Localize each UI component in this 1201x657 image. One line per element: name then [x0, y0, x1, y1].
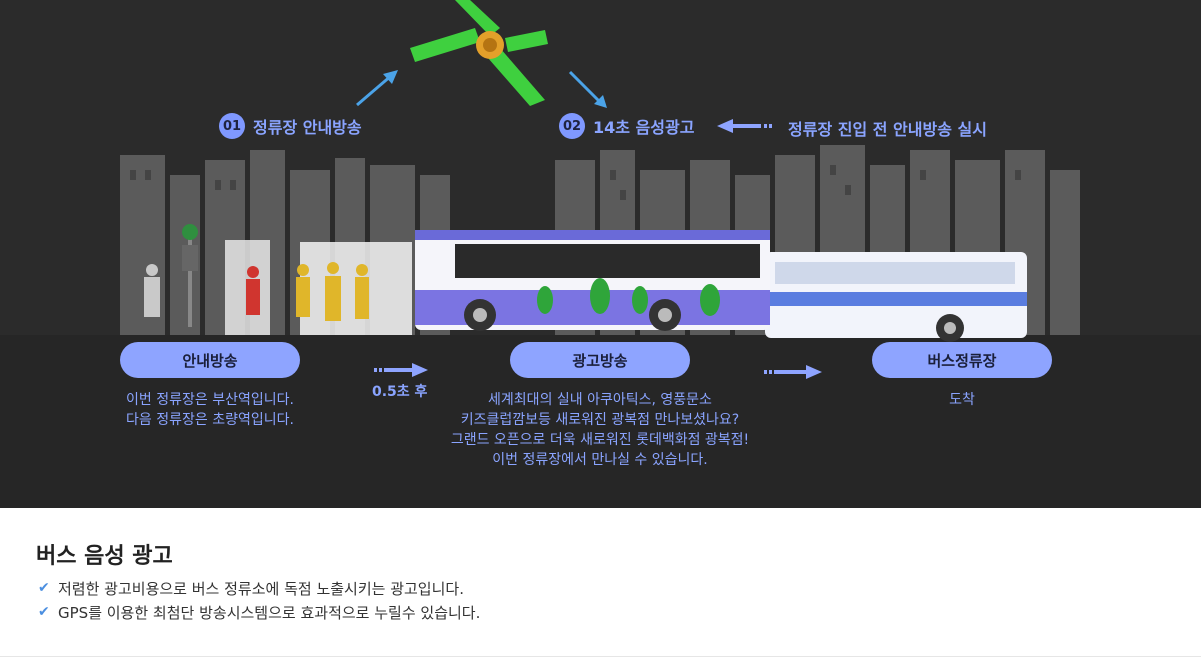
desc-line: 이번 정류장은 부산역입니다. [126, 392, 294, 408]
stage-stop-desc: 도착 [872, 390, 1052, 410]
list-item-text: 저렴한 광고비용으로 버스 정류소에 독점 노출시키는 광고입니다. [58, 579, 464, 598]
desc-line: 세계최대의 실내 아쿠아틱스, 영풍문소 [488, 392, 712, 408]
stage-announce-pill: 안내방송 [120, 342, 300, 378]
stage-ad-pill: 광고방송 [510, 342, 690, 378]
hero-illustration: 01 정류장 안내방송 02 14초 음성광고 정류장 진입 전 안내방송 실시… [0, 0, 1201, 508]
list-item: ✔ GPS를 이용한 최첨단 방송시스템으로 효과적으로 누릴수 있습니다. [38, 600, 480, 624]
step-label: 14초 음성광고 [593, 118, 695, 137]
section-title: 버스 음성 광고 [36, 544, 173, 569]
list-item-text: GPS를 이용한 최첨단 방송시스템으로 효과적으로 누릴수 있습니다. [58, 603, 481, 622]
step-02: 02 14초 음성광고 [559, 113, 694, 139]
step-01: 01 정류장 안내방송 [219, 113, 362, 139]
desc-line: 키즈클럽깜보등 새로워진 광복점 만나보셨나요? [460, 412, 740, 428]
stage-announce-desc: 이번 정류장은 부산역입니다. 다음 정류장은 초량역입니다. [110, 390, 310, 430]
stage-ad-desc: 세계최대의 실내 아쿠아틱스, 영풍문소 키즈클럽깜보등 새로워진 광복점 만나… [410, 390, 790, 470]
step-note: 정류장 진입 전 안내방송 실시 [788, 120, 987, 139]
desc-line: 그랜드 오픈으로 더욱 새로워진 롯데백화점 광복점! [450, 432, 750, 448]
list-item: ✔ 저렴한 광고비용으로 버스 정류소에 독점 노출시키는 광고입니다. [38, 576, 480, 600]
feature-list: ✔ 저렴한 광고비용으로 버스 정류소에 독점 노출시키는 광고입니다. ✔ G… [38, 576, 480, 624]
rear-bus-illustration [765, 252, 1027, 342]
checkmark-icon: ✔ [38, 604, 50, 620]
checkmark-icon: ✔ [38, 580, 50, 596]
desc-line: 이번 정류장에서 만나실 수 있습니다. [492, 452, 708, 468]
desc-line: 도착 [949, 392, 975, 408]
main-bus-illustration [415, 230, 770, 331]
step-number-badge: 02 [559, 113, 585, 139]
desc-line: 다음 정류장은 초량역입니다. [126, 412, 294, 428]
delay-label: 0.5초 후 [372, 384, 428, 400]
stage-stop-pill: 버스정류장 [872, 342, 1052, 378]
satellite-icon [410, 0, 548, 106]
step-number-badge: 01 [219, 113, 245, 139]
step-label: 정류장 안내방송 [253, 118, 362, 137]
info-section: 버스 음성 광고 ✔ 저렴한 광고비용으로 버스 정류소에 독점 노출시키는 광… [0, 508, 1201, 657]
